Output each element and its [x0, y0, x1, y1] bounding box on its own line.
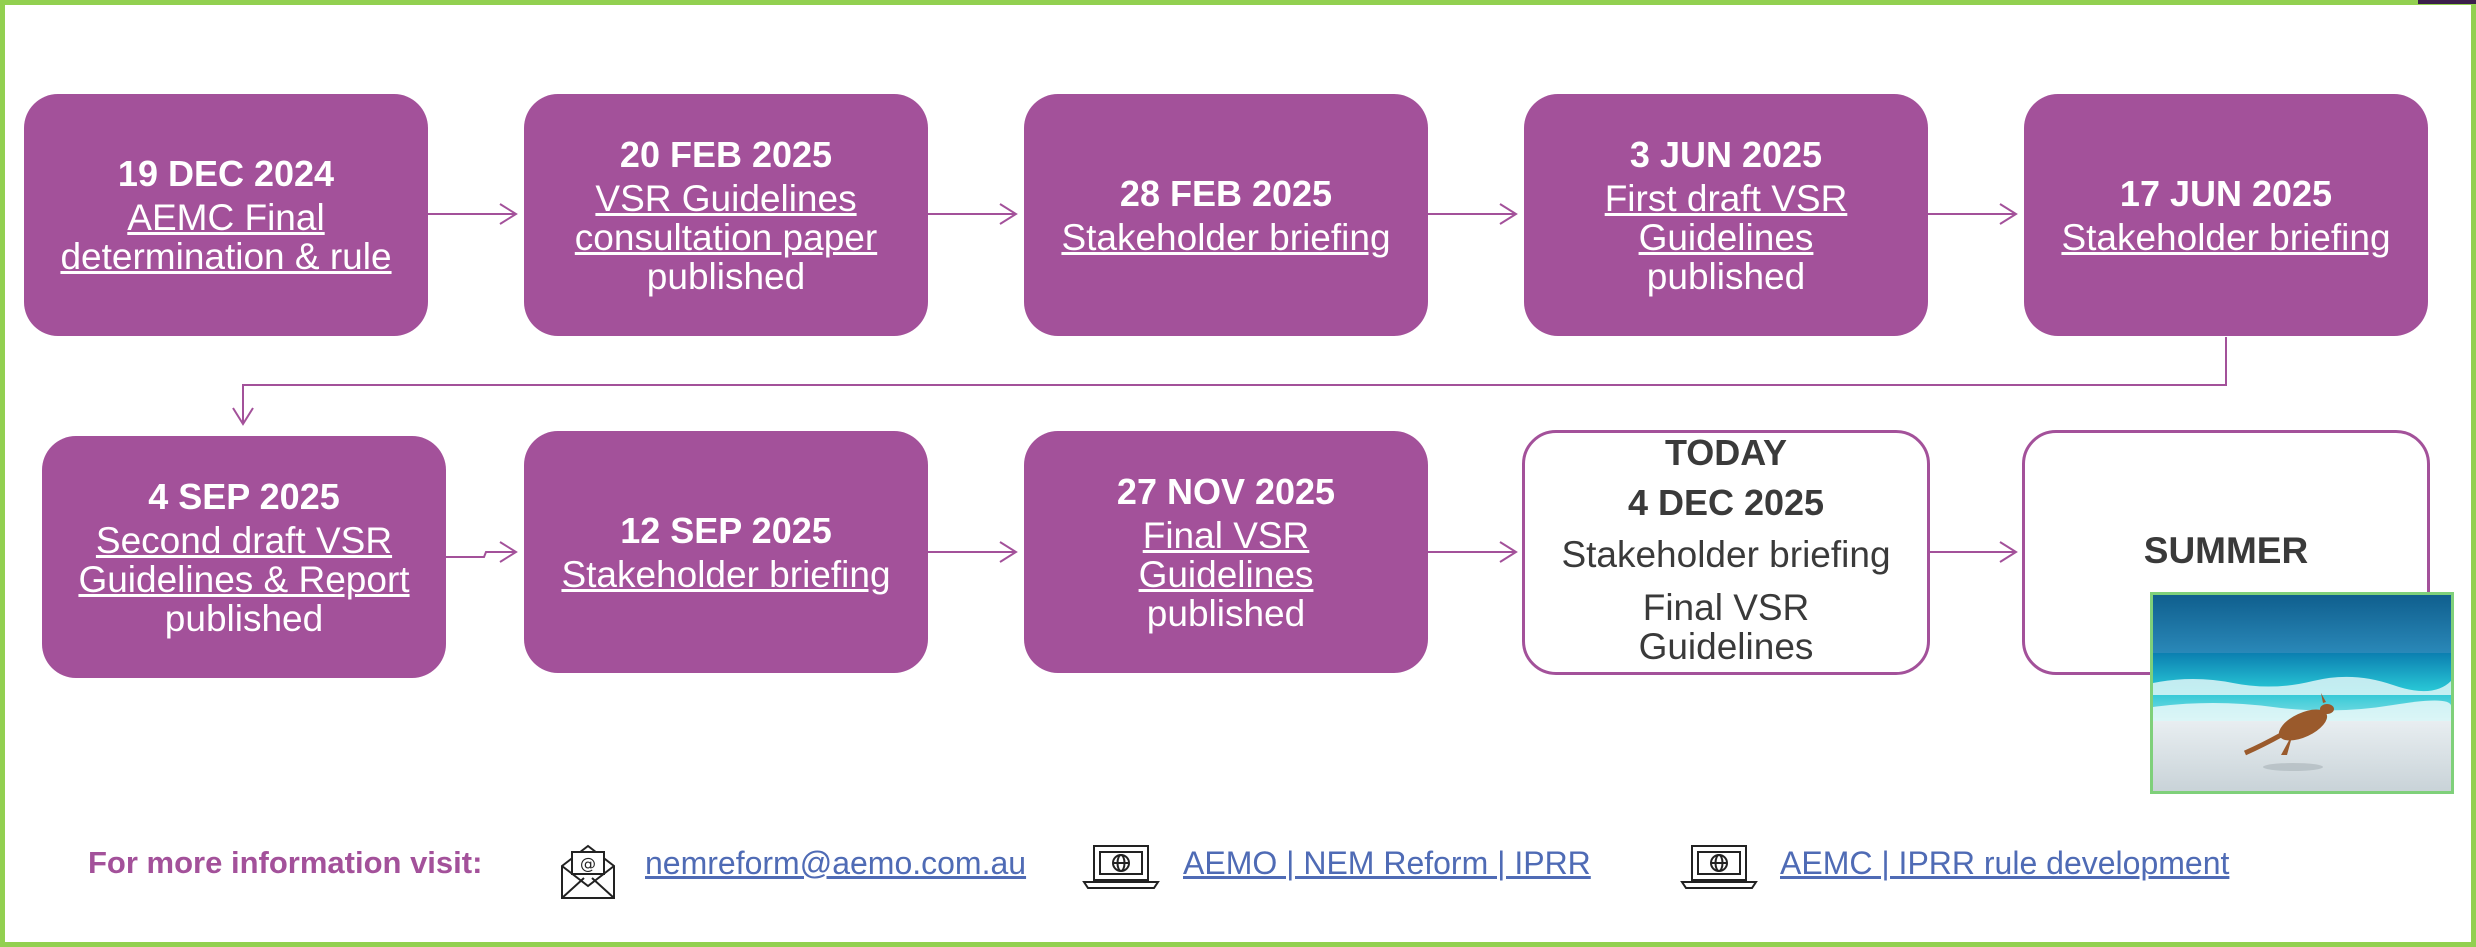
milestone-link[interactable]: First draft VSR Guidelines: [1604, 177, 1848, 258]
milestone-status: published: [1146, 592, 1306, 634]
laptop-globe-icon: [1082, 845, 1160, 889]
milestone-link[interactable]: Final VSR Guidelines: [1138, 514, 1314, 595]
milestone-box: 4 SEP 2025 Second draft VSR Guidelines &…: [42, 436, 446, 678]
today-date: 4 DEC 2025: [1627, 482, 1825, 523]
milestone-date: 19 DEC 2024: [117, 153, 335, 194]
aemc-iprr-link[interactable]: AEMC | IPRR rule development: [1780, 845, 2230, 881]
milestone-box: 12 SEP 2025 Stakeholder briefing: [524, 431, 928, 673]
milestone-link[interactable]: Stakeholder briefing: [1061, 216, 1391, 258]
today-box: TODAY 4 DEC 2025 Stakeholder briefing Fi…: [1522, 430, 1930, 675]
milestone-status: published: [646, 255, 806, 297]
milestone-date: 12 SEP 2025: [620, 509, 832, 551]
corner-accent: [2418, 0, 2476, 4]
milestone-date: 4 SEP 2025: [148, 475, 340, 517]
milestone-box: 19 DEC 2024 AEMC Final determination & r…: [24, 94, 428, 336]
svg-text:@: @: [580, 854, 596, 873]
today-event: Stakeholder briefing: [1561, 534, 1891, 575]
today-event-2: Final VSR Guidelines: [1638, 587, 1814, 667]
milestone-link[interactable]: Stakeholder briefing: [561, 553, 891, 595]
email-icon: @: [561, 844, 615, 899]
milestone-box: 17 JUN 2025 Stakeholder briefing: [2024, 94, 2428, 336]
milestone-box: 28 FEB 2025 Stakeholder briefing: [1024, 94, 1428, 336]
laptop-globe-icon: [1680, 845, 1758, 889]
milestone-status: published: [1646, 255, 1806, 297]
today-label: TODAY: [1664, 432, 1788, 473]
milestone-link[interactable]: VSR Guidelines consultation paper: [574, 177, 878, 258]
milestone-link[interactable]: Stakeholder briefing: [2061, 216, 2391, 258]
email-link[interactable]: nemreform@aemo.com.au: [645, 845, 1027, 881]
milestone-date: 20 FEB 2025: [619, 133, 833, 175]
aemo-nem-reform-link[interactable]: AEMO | NEM Reform | IPRR: [1183, 845, 1591, 881]
milestone-date: 27 NOV 2025: [1116, 470, 1336, 512]
footer-label: For more information visit:: [88, 845, 483, 880]
beach-kangaroo-photo: [2150, 592, 2454, 794]
summer-label: SUMMER: [2143, 530, 2309, 571]
milestone-date: 28 FEB 2025: [1119, 172, 1333, 214]
milestone-box: 3 JUN 2025 First draft VSR Guidelines pu…: [1524, 94, 1928, 336]
milestone-link[interactable]: AEMC Final determination & rule: [60, 197, 392, 277]
milestone-box: 20 FEB 2025 VSR Guidelines consultation …: [524, 94, 928, 336]
milestone-status: published: [164, 597, 324, 639]
milestone-date: 3 JUN 2025: [1629, 133, 1823, 175]
milestone-link[interactable]: Second draft VSR Guidelines & Report: [78, 519, 410, 600]
milestone-box: 27 NOV 2025 Final VSR Guidelines publish…: [1024, 431, 1428, 673]
milestone-date: 17 JUN 2025: [2119, 172, 2333, 214]
